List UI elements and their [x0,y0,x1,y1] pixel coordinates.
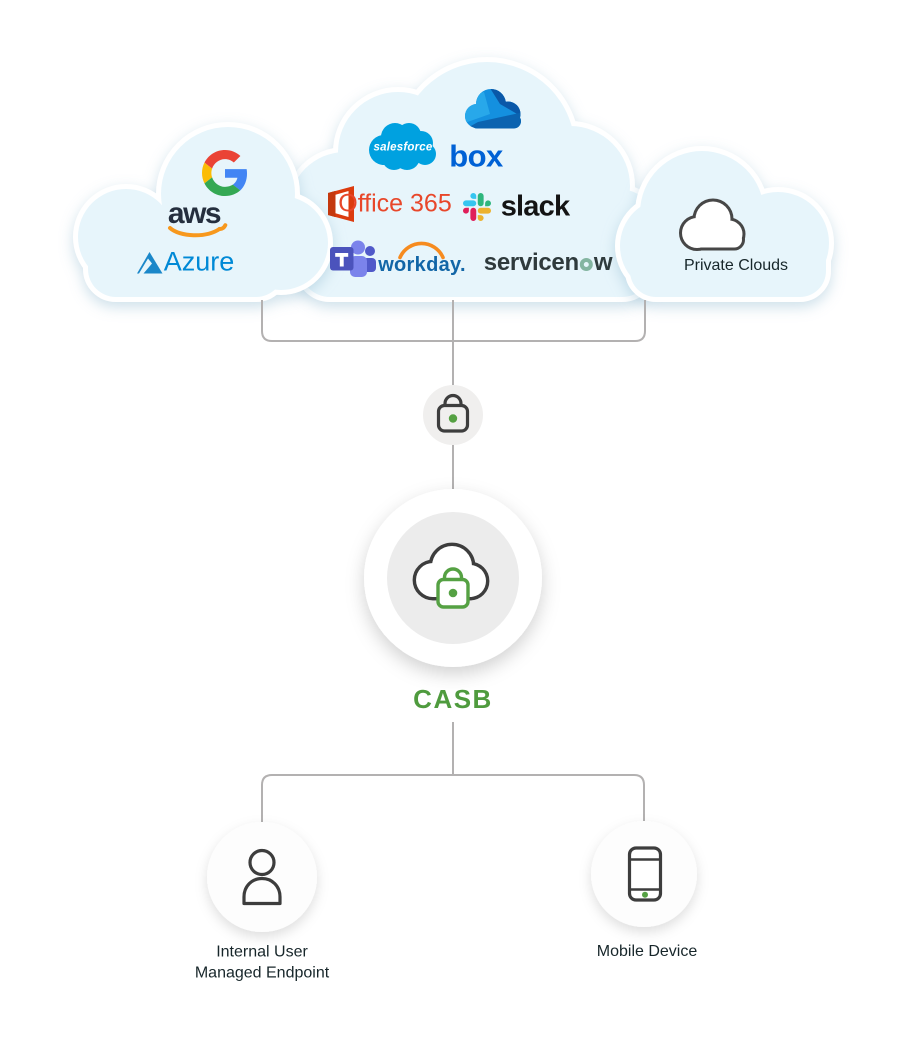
lock-node [423,385,483,445]
servicenow-logo-text: servicen w [483,249,613,276]
internal-user-label-line1: Internal User [216,943,308,961]
office365-logo-text: Office 365 [338,189,452,218]
user-icon [242,848,282,906]
azure-logo [137,252,163,274]
servicenow-text-pre: servicen [483,249,579,276]
private-clouds-label: Private Clouds [683,257,789,274]
aws-logo-text: aws [167,197,222,230]
salesforce-logo [369,123,436,170]
workday-logo [398,241,445,260]
servicenow-o-icon [579,257,593,271]
internal-user-label: Internal User Managed Endpoint [194,943,330,982]
mobile-device-label: Mobile Device [596,943,698,960]
user-node [207,822,317,932]
google-logo [202,150,248,196]
slack-logo-text: slack [500,190,570,223]
box-logo-text: box [449,138,503,174]
lock-icon [436,393,470,433]
connector-casb-to-endpoints [261,722,645,822]
cloud-lock-icon [416,546,486,609]
casb-node [364,489,542,667]
servicenow-text-post: w [593,249,613,276]
connector-clouds-to-lock [261,300,646,385]
mobile-phone-icon [627,846,663,902]
office365-logo [328,186,354,222]
internal-user-label-line2: Managed Endpoint [194,964,330,982]
casb-label: CASB [413,684,493,714]
mobile-node [591,821,697,927]
aws-logo [168,223,228,238]
slack-logo [463,193,492,222]
teams-logo [330,240,376,277]
azure-logo-text: Azure [163,246,235,277]
workday-logo-text: workday. [378,254,466,276]
salesforce-logo-text: salesforce [373,141,433,154]
